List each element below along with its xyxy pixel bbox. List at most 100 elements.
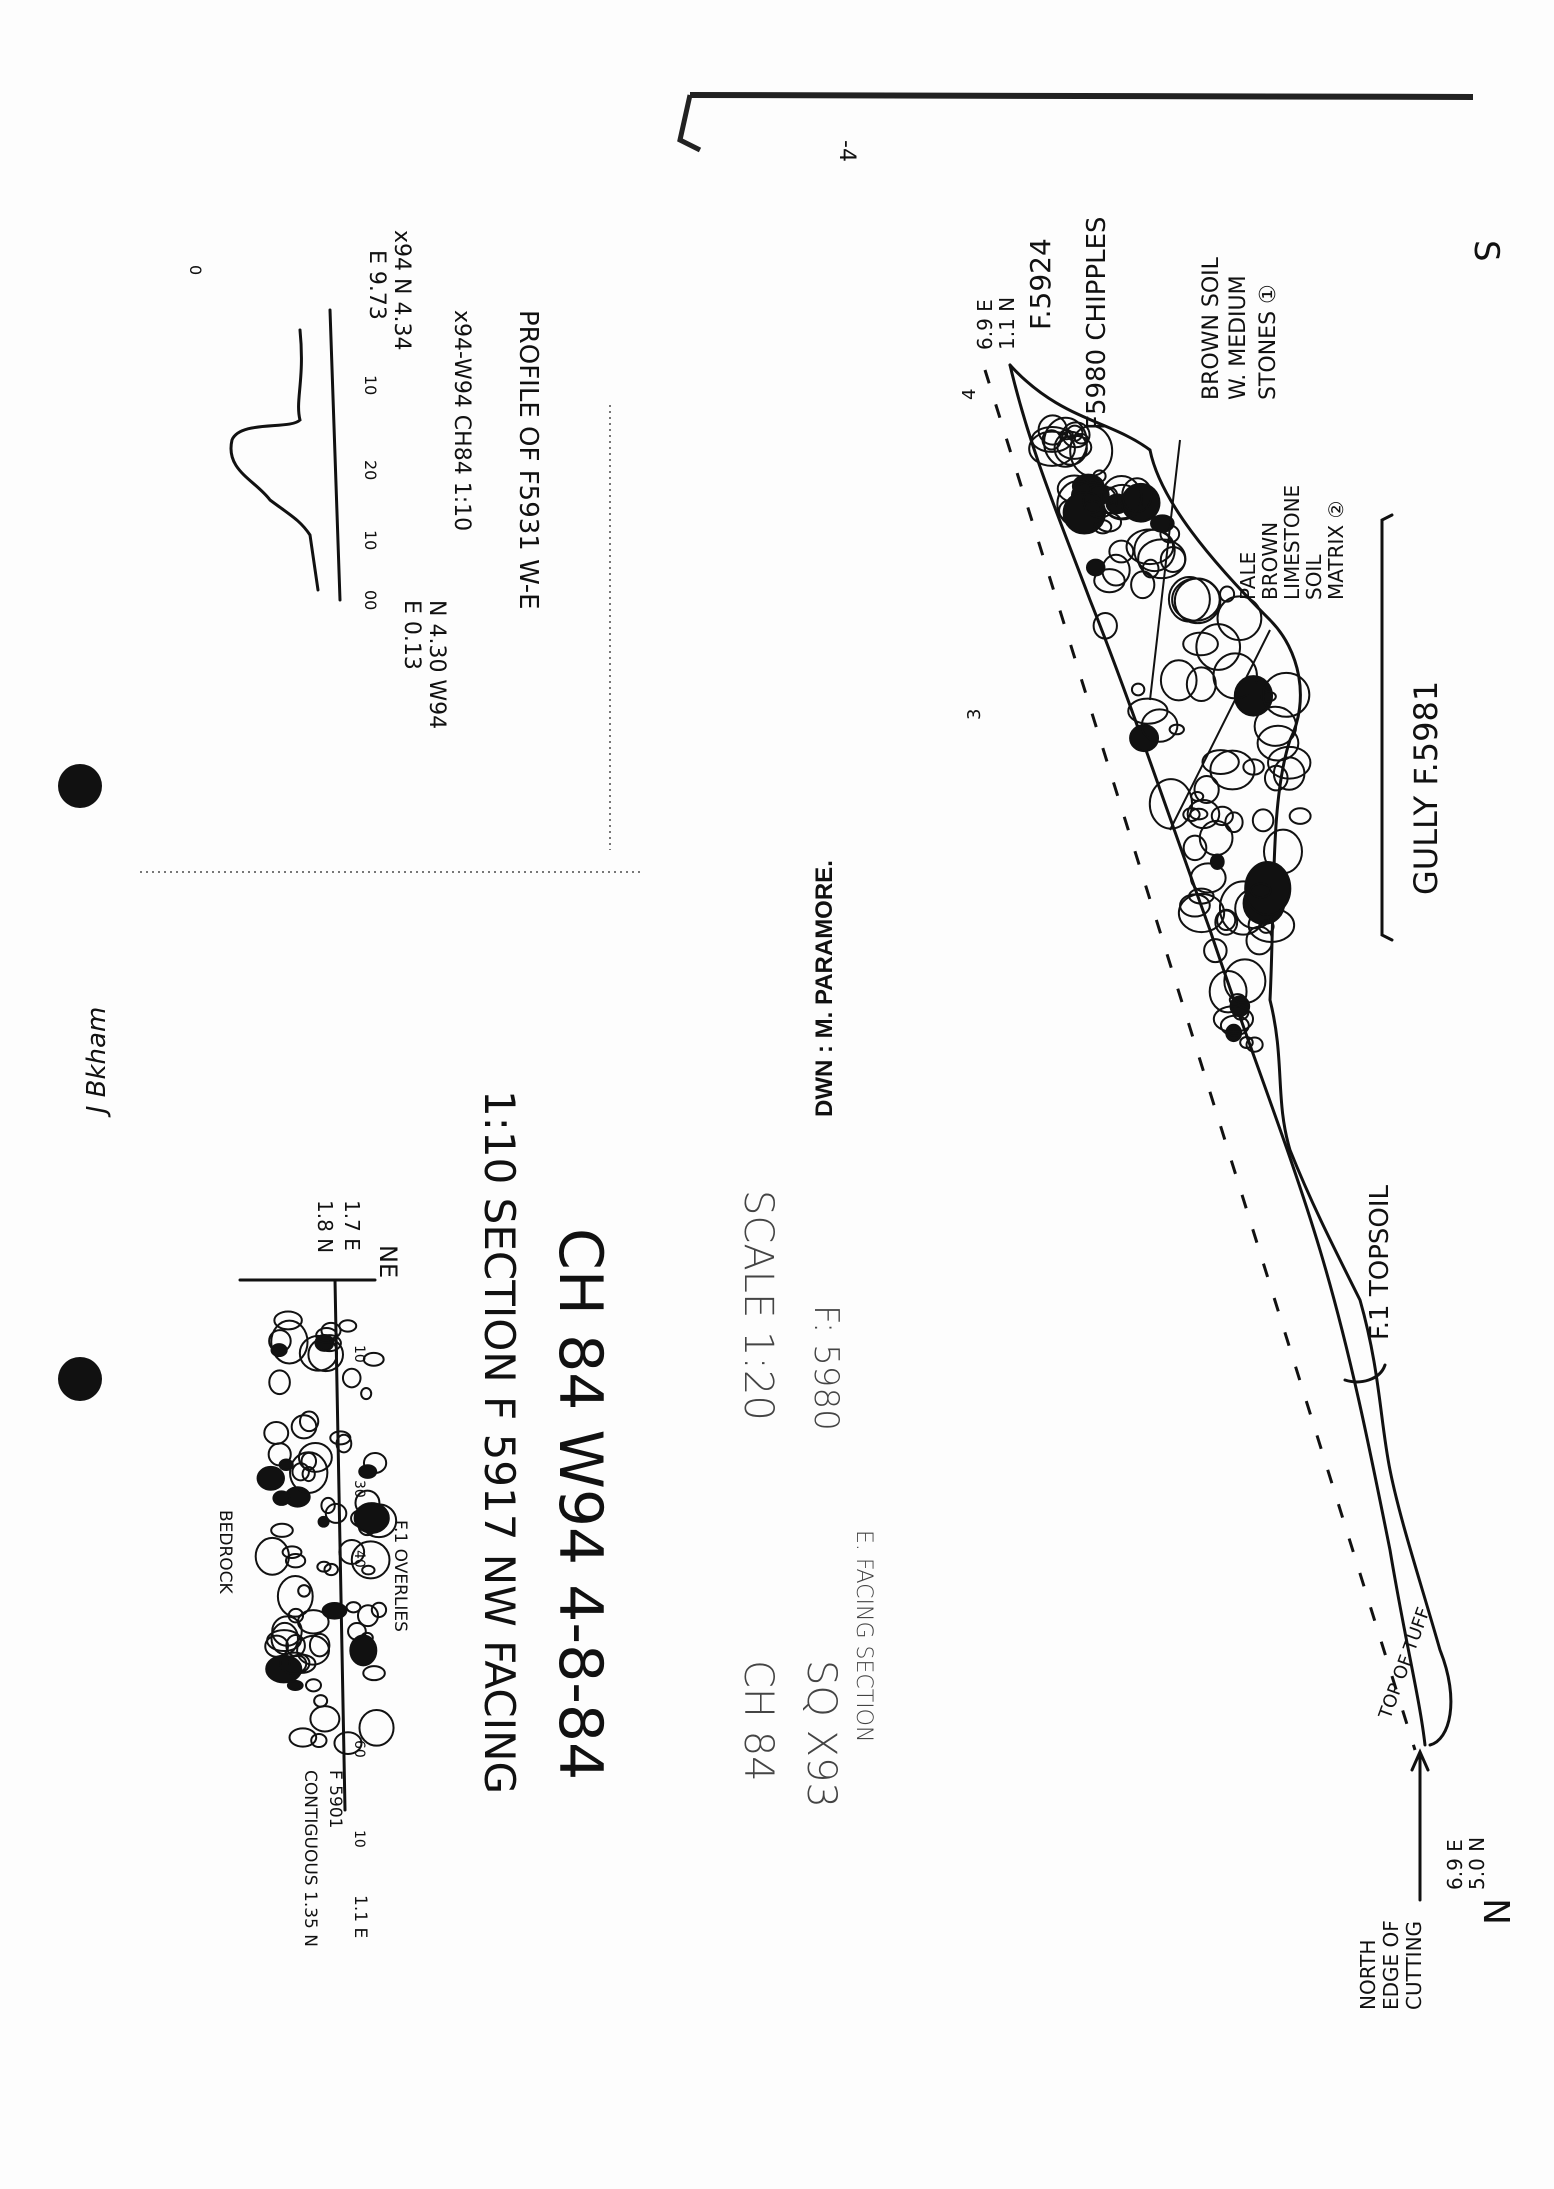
stone (1093, 568, 1126, 594)
small-section-tick: 40 (351, 1550, 367, 1568)
stone (1159, 659, 1198, 702)
stone (286, 1679, 304, 1692)
tuff-label: TOP OF TUFF (1375, 1605, 1435, 1723)
stone (1256, 724, 1300, 762)
stone (353, 1502, 390, 1534)
stone (273, 1310, 303, 1331)
stone (254, 1536, 290, 1576)
stone (270, 1343, 288, 1358)
small-section-end-e: 1.1 E (350, 1895, 370, 1938)
stone (310, 1732, 328, 1749)
north-edge-arrow (1410, 1748, 1430, 1902)
stone (1092, 469, 1107, 483)
stone (272, 1490, 291, 1506)
stone (362, 1351, 385, 1367)
stone (350, 1540, 391, 1580)
stone (301, 1465, 316, 1483)
stone (1203, 938, 1228, 964)
stone (308, 1632, 331, 1658)
stone (1108, 539, 1135, 564)
stone (1182, 834, 1208, 862)
stone (1189, 807, 1209, 821)
stone (1179, 893, 1211, 918)
top-coord-n: 1.1 N (995, 297, 1019, 350)
mid-tick: 3 (964, 709, 985, 720)
stone (358, 1464, 378, 1479)
stone (338, 1319, 358, 1333)
north-edge-line: CUTTING (1402, 1921, 1426, 2010)
stone (313, 1694, 329, 1708)
stone (1129, 724, 1160, 753)
layer2-line: PALE (1236, 552, 1260, 600)
stone (317, 1515, 330, 1528)
profile-baseline (328, 308, 342, 602)
stone (270, 1319, 309, 1365)
signature: J Bkham (82, 1007, 112, 1119)
small-section-stones (254, 1310, 398, 1755)
stone (316, 1334, 342, 1353)
stone (298, 1334, 339, 1372)
stone (270, 1522, 294, 1538)
stone (1189, 862, 1227, 894)
bottom-coord-e: 6.9 E (1443, 1839, 1467, 1890)
profile-end-n: N 4.30 W94 (424, 600, 449, 729)
stone (1272, 756, 1306, 791)
stone (309, 1705, 341, 1733)
stone (264, 1634, 290, 1658)
stone (266, 1629, 302, 1652)
stone (1223, 958, 1267, 1004)
stone (1167, 576, 1211, 623)
layer1-line: BROWN SOIL (1199, 256, 1224, 400)
site-label: CH 84 (735, 1660, 781, 1782)
stone (1100, 475, 1143, 520)
profile-start-n: x94 N 4.34 (389, 230, 414, 350)
stone (1251, 808, 1275, 833)
profile-tick: 00 (361, 590, 380, 610)
stone (1150, 514, 1175, 533)
stone (1186, 798, 1221, 830)
stone (288, 1654, 308, 1674)
layer2-line: SOIL (1302, 554, 1326, 600)
stone (333, 1731, 363, 1755)
sheet-edge-corner (677, 94, 702, 153)
stone (288, 1727, 318, 1748)
stone (284, 1553, 307, 1569)
stone (1232, 1003, 1250, 1021)
square-label: SQ X93 (798, 1660, 844, 1808)
stone (1188, 887, 1215, 905)
stone (1140, 708, 1179, 743)
page-mark: -4 (834, 140, 859, 162)
stone (1125, 528, 1175, 566)
stone (1171, 577, 1221, 622)
sheet-edge-line (689, 92, 1474, 100)
stone (1224, 811, 1244, 834)
stone (1245, 1036, 1264, 1053)
bottom-coord-n: 5.0 N (1465, 1837, 1489, 1890)
stone (1043, 416, 1088, 468)
layer2-line: MATRIX ② (1324, 501, 1348, 600)
stone (270, 1621, 299, 1656)
stone (341, 1367, 362, 1389)
stone (349, 1634, 378, 1667)
small-section-contiguous: CONTIGUOUS 1.35 N (300, 1770, 320, 1947)
feature-label: F: 5980 (806, 1305, 846, 1431)
profile-tick: 10 (361, 375, 380, 395)
south-label: S (1466, 240, 1506, 262)
stone (1028, 430, 1076, 467)
stone (1216, 595, 1263, 642)
stone (279, 1651, 311, 1675)
stone (297, 1442, 333, 1473)
stone (298, 1410, 320, 1433)
stone (256, 1465, 285, 1491)
stone (1262, 671, 1311, 718)
small-section-bedrock: BEDROCK (215, 1510, 235, 1595)
stone (370, 1601, 388, 1619)
stone (1249, 882, 1272, 899)
layer2-line: LIMESTONE (1280, 485, 1304, 600)
stone (345, 1601, 362, 1614)
stone (297, 1584, 311, 1598)
stone (1093, 519, 1113, 535)
cut-base-line (1008, 363, 1427, 1747)
stone (1101, 486, 1119, 505)
